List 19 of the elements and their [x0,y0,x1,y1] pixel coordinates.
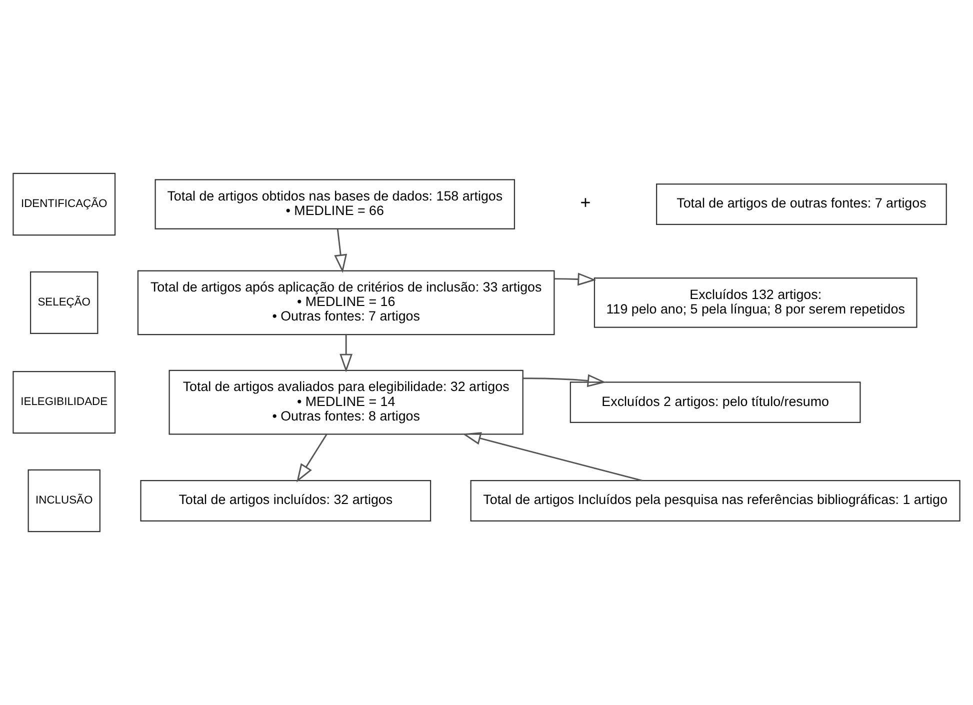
node-box: SELEÇÃO [30,271,98,334]
node-box: Excluídos 132 artigos: 119 pelo ano; 5 pela língua; 8 por serem repetidos [594,278,918,328]
arrow [296,434,328,482]
arrow [523,374,606,388]
node-box: Total de artigos após aplicação de critérios de inclusão: 33 artigos • MEDLINE = 16 • Outras fontes: 7 artigos [137,270,555,336]
arrow [334,229,348,273]
arrow [340,334,353,372]
node-box: Total de artigos Incluídos pela pesquisa nas referências bibliográficas: 1 artigo [470,480,960,522]
node-box: Total de artigos de outras fontes: 7 artigos [656,184,947,225]
arrow [462,432,642,482]
label: + [580,192,591,212]
node-box: Total de artigos avaliados para elegibilidade: 32 artigos • MEDLINE = 14 • Outras fontes: 8 artigos [168,370,524,435]
arrow [554,272,596,286]
node-box: Total de artigos obtidos nas bases de dados: 158 artigos • MEDLINE = 66 [154,179,516,230]
node-box: IELEGIBILIDADE [12,370,116,434]
node-box: Total de artigos incluídos: 32 artigos [140,480,432,522]
node-box: Excluídos 2 artigos: pelo título/resumo [570,382,861,423]
node-box: INCLUSÃO [28,469,100,532]
node-box: IDENTIFICAÇÃO [12,172,116,236]
